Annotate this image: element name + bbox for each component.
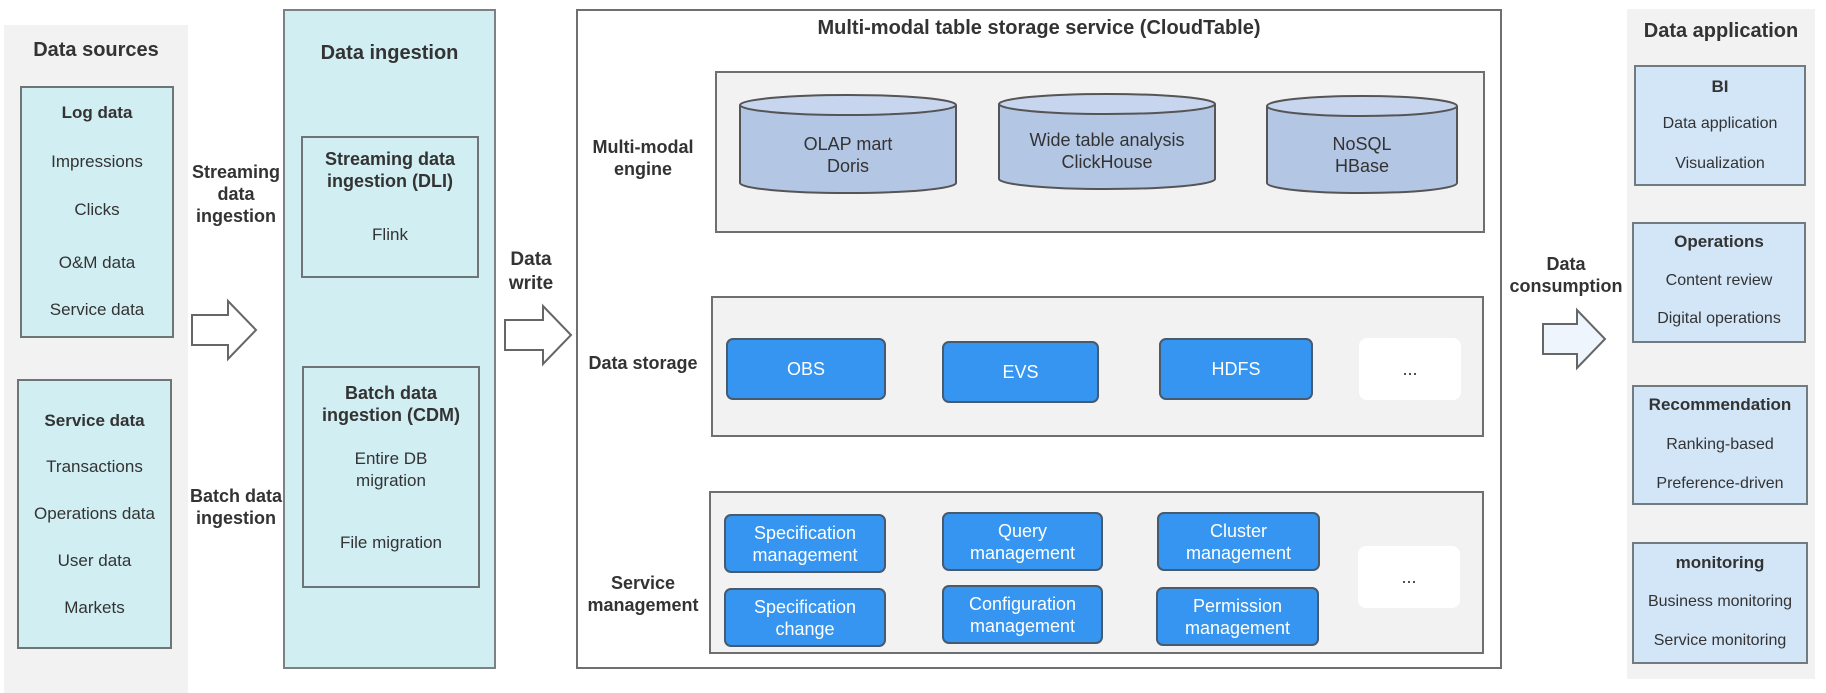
- storage-label: Data storage: [588, 353, 698, 373]
- service-mgmt-more: ...: [1358, 546, 1460, 608]
- spec-change: Specification change: [724, 588, 886, 647]
- service-item: User data: [57, 551, 132, 570]
- app-group-bi: BI Data application Visualization: [1634, 65, 1806, 186]
- log-data-group: Log data Impressions Clicks O&M data Ser…: [20, 86, 174, 338]
- data-application-title: Data application: [1643, 20, 1799, 42]
- app-group-title: Recommendation: [1648, 395, 1792, 414]
- cluster-management: Cluster management: [1157, 512, 1320, 571]
- log-item: O&M data: [58, 253, 136, 272]
- cylinder-line2: Doris: [826, 156, 869, 176]
- app-item: Visualization: [1675, 155, 1765, 172]
- cylinder-line2: HBase: [1334, 156, 1390, 176]
- query-management: Query management: [942, 512, 1103, 571]
- app-group-monitoring: monitoring Business monitoring Service m…: [1632, 542, 1808, 664]
- spec-management: Specification management: [724, 514, 886, 573]
- app-group-recommendation: Recommendation Ranking-based Preference-…: [1632, 385, 1808, 505]
- cylinder-line1: OLAP mart: [803, 134, 893, 154]
- clickhouse-cylinder: Wide table analysis ClickHouse: [997, 92, 1217, 191]
- storage-evs: EVS: [942, 341, 1099, 403]
- batch-box-item: File migration: [339, 533, 443, 552]
- log-item: Service data: [49, 300, 145, 319]
- service-data-title: Service data: [44, 411, 145, 430]
- data-write-label: Data write: [508, 249, 554, 294]
- service-item: Transactions: [46, 457, 143, 476]
- data-sources-title: Data sources: [33, 39, 159, 61]
- arrow-right-icon: [191, 298, 258, 362]
- data-consumption-label: Data consumption: [1509, 254, 1623, 296]
- service-data-group: Service data Transactions Operations dat…: [17, 379, 172, 649]
- app-item: Preference-driven: [1656, 475, 1784, 492]
- storage-hdfs: HDFS: [1159, 338, 1313, 400]
- app-item: Business monitoring: [1647, 593, 1793, 610]
- app-item: Ranking-based: [1666, 436, 1774, 453]
- cylinder-line1: NoSQL: [1332, 134, 1392, 154]
- app-item: Service monitoring: [1653, 632, 1787, 649]
- batch-ingestion-label: Batch data ingestion: [189, 486, 283, 528]
- service-item: Operations data: [34, 504, 155, 523]
- streaming-box-item: Flink: [372, 225, 408, 244]
- app-group-title: Operations: [1674, 232, 1764, 251]
- app-group-title: BI: [1711, 77, 1729, 96]
- permission-management: Permission management: [1156, 587, 1319, 646]
- app-item: Data application: [1662, 115, 1778, 132]
- cylinder-line2: ClickHouse: [1061, 152, 1153, 172]
- streaming-box-title: Streaming data ingestion (DLI): [324, 149, 456, 191]
- batch-ingestion-box: Batch data ingestion (CDM) Entire DB mig…: [302, 366, 480, 588]
- streaming-ingestion-label: Streaming data ingestion: [191, 162, 281, 226]
- config-management: Configuration management: [942, 585, 1103, 644]
- storage-more: ...: [1359, 338, 1461, 400]
- arrow-right-icon: [504, 303, 573, 367]
- cloudtable-title: Multi-modal table storage service (Cloud…: [817, 17, 1261, 39]
- app-group-title: monitoring: [1675, 553, 1765, 572]
- app-item: Digital operations: [1657, 310, 1781, 327]
- app-item: Content review: [1665, 272, 1773, 289]
- batch-box-title: Batch data ingestion (CDM): [322, 383, 460, 425]
- log-item: Impressions: [51, 152, 143, 171]
- service-mgmt-label: Service management: [587, 573, 699, 615]
- arrow-right-icon: [1542, 307, 1607, 371]
- hbase-cylinder: NoSQL HBase: [1265, 94, 1459, 195]
- engine-label: Multi-modal engine: [592, 137, 694, 179]
- batch-box-item: Entire DB migration: [354, 449, 428, 490]
- log-item: Clicks: [74, 200, 120, 219]
- cylinder-line1: Wide table analysis: [1029, 130, 1185, 150]
- log-data-title: Log data: [61, 103, 133, 122]
- service-item: Markets: [64, 598, 125, 617]
- storage-obs: OBS: [726, 338, 886, 400]
- app-group-operations: Operations Content review Digital operat…: [1632, 222, 1806, 343]
- doris-cylinder: OLAP mart Doris: [738, 93, 958, 195]
- streaming-ingestion-box: Streaming data ingestion (DLI) Flink: [301, 136, 479, 278]
- data-ingestion-title: Data ingestion: [320, 42, 459, 64]
